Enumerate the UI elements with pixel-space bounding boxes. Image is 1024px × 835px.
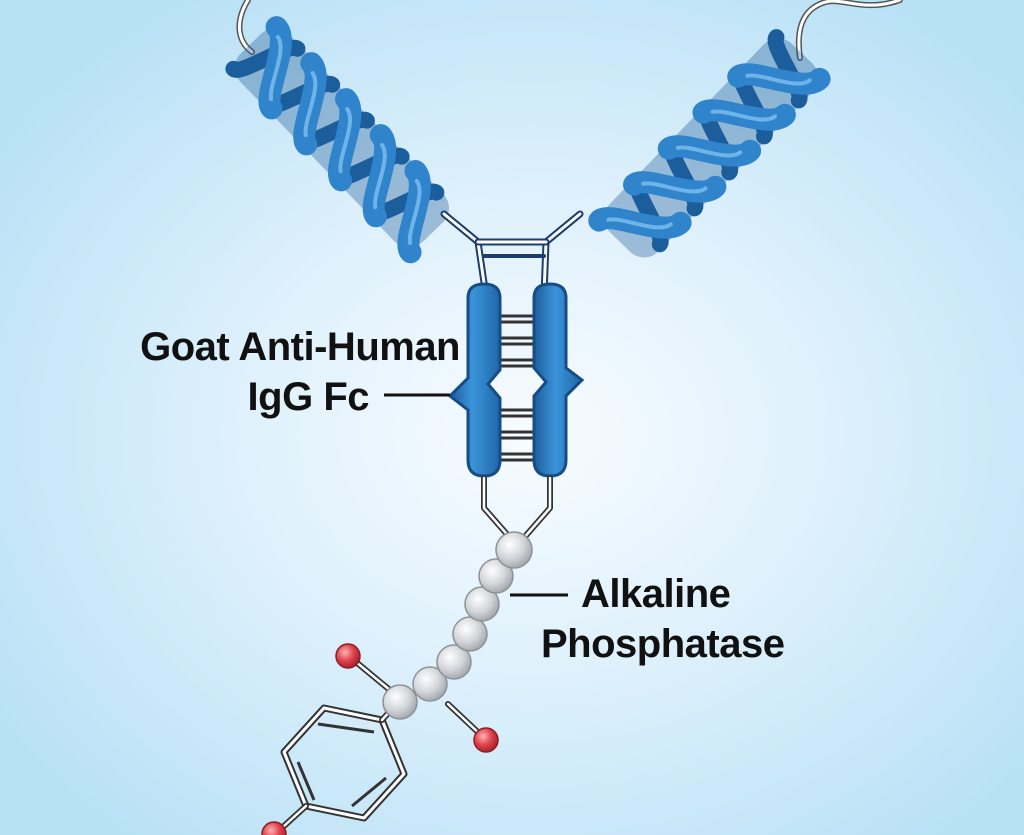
hinge-region [440, 210, 584, 300]
enzyme-bead-chain [382, 531, 533, 720]
oxygen-atom [473, 727, 499, 753]
right-alpha-helix [588, 29, 831, 258]
enzyme-label-line2: Phosphatase [541, 622, 785, 666]
fc-chain-left [447, 282, 502, 478]
ring-to-chain-bond [281, 697, 403, 829]
bead [464, 586, 500, 622]
enzyme-label-line1: Alkaline [581, 572, 731, 616]
bead [478, 558, 514, 594]
bead [495, 531, 533, 569]
bead [452, 616, 488, 652]
disulfide-rungs [500, 314, 534, 462]
fc-chain-right [532, 282, 585, 478]
oxygen-atom [261, 821, 287, 835]
fc-to-enzyme-linker [481, 475, 553, 543]
antibody-label-line1: Goat Anti-Human [140, 325, 460, 369]
phenyl-ring [280, 704, 408, 822]
left-alpha-helix [225, 16, 450, 264]
oxygen-atom [335, 643, 361, 669]
bead [436, 644, 472, 680]
bead [412, 666, 448, 702]
bead [382, 684, 418, 720]
antibody-label-line2: IgG Fc [247, 375, 370, 419]
